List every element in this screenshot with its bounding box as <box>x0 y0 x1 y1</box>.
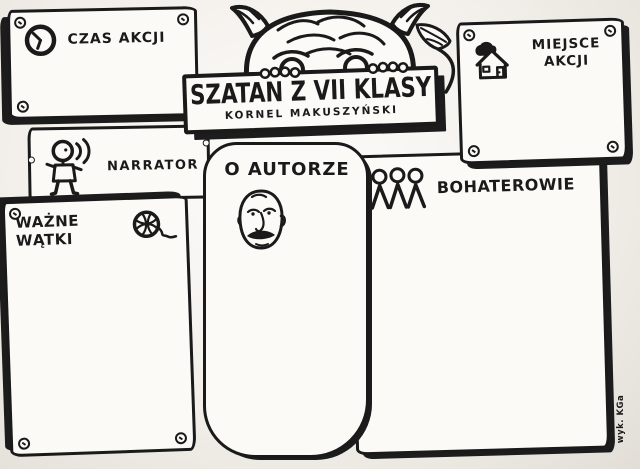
clock-icon <box>22 22 59 59</box>
screw-icon <box>16 100 30 113</box>
section-label: BOHATEROWIE <box>436 173 576 197</box>
section-bohaterowie: BOHATEROWIE <box>347 148 611 456</box>
devil-fingers-icon <box>259 65 302 80</box>
screw-icon <box>606 140 619 153</box>
storyteller-icon <box>43 137 102 196</box>
screw-icon <box>467 144 481 158</box>
section-wazne-watki: WAŻNE WĄTKI <box>1 194 197 458</box>
devil-fingers-icon <box>367 60 410 75</box>
section-label: CZAS AKCJI <box>67 29 166 48</box>
section-o-autorze: O AUTORZE <box>203 142 369 458</box>
devil-tail-icon <box>414 22 470 94</box>
section-label: NARRATOR <box>106 157 200 174</box>
artist-signature: wyk. KGa <box>616 394 626 444</box>
section-czas-akcji: CZAS AKCJI <box>6 6 200 120</box>
pin-icon <box>27 156 35 164</box>
author-portrait-icon <box>234 186 288 252</box>
yarn-ball-icon <box>131 208 180 242</box>
screw-icon <box>174 432 188 445</box>
people-group-icon <box>367 166 428 210</box>
section-label: WAŻNE WĄTKI <box>15 211 80 250</box>
house-icon <box>471 38 512 81</box>
screw-icon <box>17 437 31 450</box>
section-label: MIEJSCE AKCJI <box>531 35 601 70</box>
section-label: O AUTORZE <box>224 159 350 180</box>
title-banner: SZATAN Z VII KLASY KORNEL MAKUSZYŃSKI <box>182 65 440 135</box>
section-narrator: NARRATOR <box>27 124 211 202</box>
section-miejsce-akcji: MIEJSCE AKCJI <box>455 17 629 165</box>
